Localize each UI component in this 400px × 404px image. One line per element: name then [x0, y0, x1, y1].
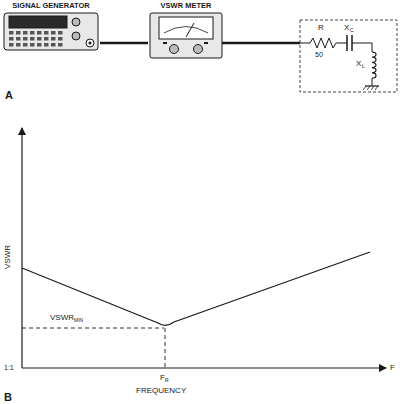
axis-title: VSWR	[4, 245, 12, 269]
generator-box: SIGNAL GENERATOR	[2, 2, 100, 52]
axis-value: 1:1	[4, 364, 14, 371]
curve-label: VSWR	[50, 314, 74, 322]
subscript: C	[350, 28, 354, 33]
signal-generator	[4, 13, 98, 50]
coax-cable	[222, 42, 300, 45]
figure-letter: A	[5, 90, 13, 101]
axis-value: F	[160, 374, 165, 382]
device-label: VSWR METER	[148, 2, 224, 10]
coax-cable	[100, 42, 148, 45]
component-name: X	[344, 24, 349, 32]
vswr-graph	[22, 128, 386, 368]
vswr-meter	[150, 13, 222, 58]
component-name: R	[318, 24, 324, 32]
subscript: L	[362, 64, 365, 69]
component-name: X	[356, 60, 361, 68]
component-value: 50	[315, 51, 323, 58]
figure-letter: B	[4, 392, 12, 403]
subscript: MIN	[74, 318, 83, 323]
device-label: SIGNAL GENERATOR	[2, 2, 100, 10]
meter-box: VSWR METER	[148, 2, 224, 60]
axis-title: F	[390, 364, 395, 372]
load-circuit	[300, 20, 397, 92]
subscript: R	[165, 378, 169, 383]
axis-title: FREQUENCY	[136, 387, 186, 395]
